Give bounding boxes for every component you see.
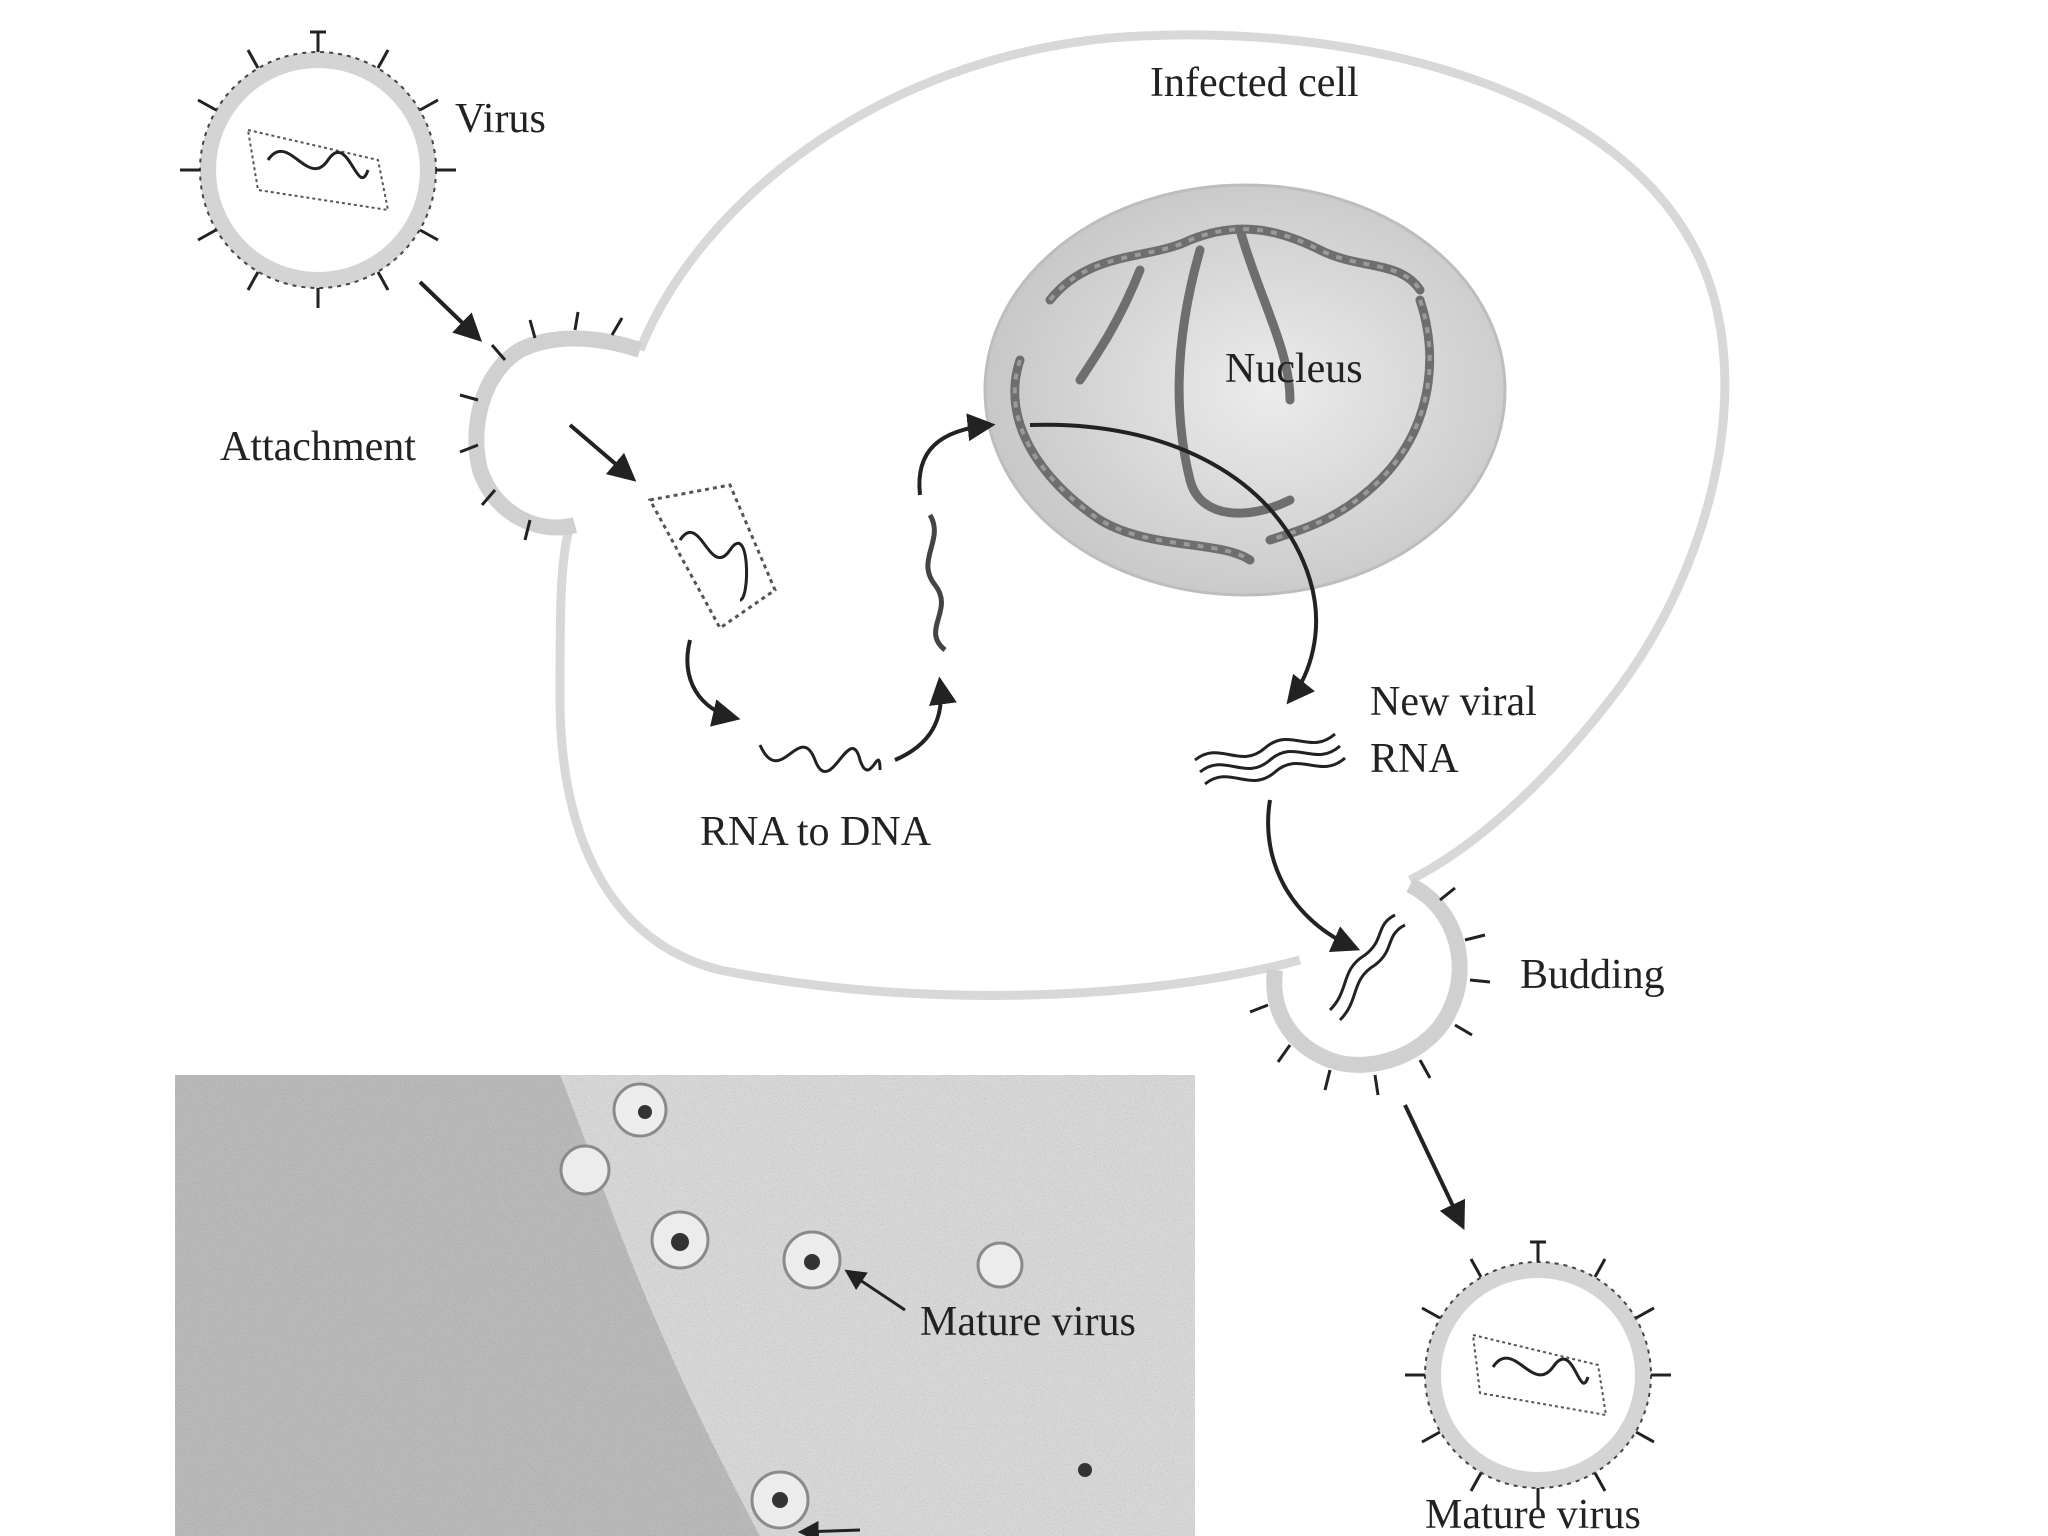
label-new-viral-line2: RNA <box>1370 736 1459 782</box>
label-rna-to-dna: RNA to DNA <box>700 809 932 855</box>
mature-virus-particle-icon <box>1405 1240 1671 1508</box>
infected-cell-membrane <box>555 30 1730 1000</box>
budding-site <box>1249 877 1491 1096</box>
nucleus <box>983 183 1507 597</box>
viral-capsid-icon <box>647 483 777 631</box>
label-budding: Budding <box>1520 952 1665 998</box>
virus-particle-icon <box>180 30 456 308</box>
label-attachment: Attachment <box>220 424 416 470</box>
label-virus: Virus <box>455 96 546 142</box>
new-viral-rna-icon <box>1194 732 1346 786</box>
label-new-viral-line1: New viral <box>1370 679 1537 725</box>
label-mature-virus-bottom: Mature virus <box>1425 1492 1641 1536</box>
attachment-site <box>459 311 643 541</box>
label-nucleus: Nucleus <box>1225 346 1363 392</box>
viral-dna-icon <box>925 513 947 652</box>
label-mature-virus-photo: Mature virus <box>920 1299 1136 1345</box>
label-infected-cell: Infected cell <box>1150 60 1359 106</box>
rna-coil-icon <box>758 744 882 773</box>
electron-micrograph-photo <box>175 1075 1195 1536</box>
